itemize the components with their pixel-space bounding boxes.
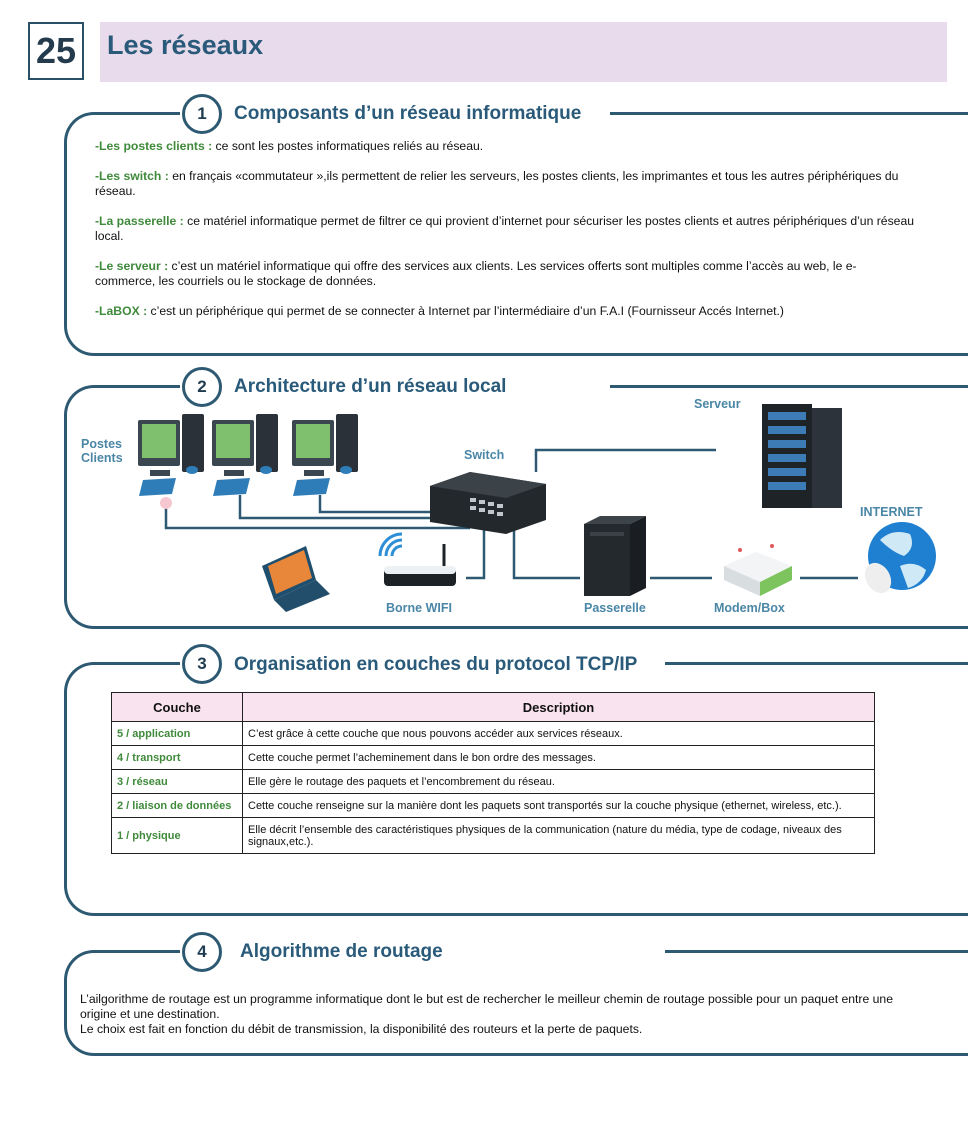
- section-1-title: Composants d’un réseau informatique: [228, 103, 588, 125]
- routing-paragraph-2: Le choix est fait en fonction du débit d…: [80, 1022, 643, 1036]
- title-band: [100, 22, 947, 82]
- item-postes-clients: -Les postes clients : ce sont les postes…: [95, 139, 484, 153]
- layer-description: Elle gère le routage des paquets et l’en…: [242, 769, 875, 794]
- item-switch: -Les switch : en français «commutateur »…: [95, 169, 899, 198]
- network-diagram: [138, 404, 936, 612]
- server-rack-icon: [762, 404, 842, 508]
- layer-description: C’est grâce à cette couche que nous pouv…: [242, 721, 875, 746]
- section-1-content: -Les postes clients : ce sont les postes…: [95, 139, 915, 319]
- section-4-content: L’ailgorithme de routage est un programm…: [80, 992, 910, 1037]
- gateway-tower-icon: [584, 516, 646, 596]
- table-row: 2 / liaison de données Cette couche rens…: [111, 793, 875, 818]
- table-row: 3 / réseau Elle gère le routage des paqu…: [111, 769, 875, 794]
- label-borne-wifi: Borne WIFI: [386, 601, 452, 615]
- layer-name: 3 / réseau: [111, 769, 243, 794]
- layer-description: Elle décrit l’ensemble des caractéristiq…: [242, 817, 875, 854]
- item-passerelle: -La passerelle : ce matériel informatiqu…: [95, 214, 915, 243]
- layer-name: 5 / application: [111, 721, 243, 746]
- section-4-number: 4: [182, 932, 222, 972]
- label-postes-clients: Postes Clients: [81, 437, 123, 465]
- internet-globe-icon: [864, 522, 936, 594]
- label-switch: Switch: [464, 448, 505, 462]
- section-4-title: Algorithme de routage: [234, 941, 449, 963]
- label-modem-box: Modem/Box: [714, 601, 785, 615]
- item-serveur: -Le serveur : c’est un matériel informat…: [95, 259, 857, 288]
- layer-description: Cette couche renseigne sur la manière do…: [242, 793, 875, 818]
- switch-icon: [430, 472, 546, 534]
- label-serveur: Serveur: [694, 397, 741, 411]
- section-3-number: 3: [182, 644, 222, 684]
- table-row: 4 / transport Cette couche permet l’ache…: [111, 745, 875, 770]
- client-workstation-icon: [138, 414, 204, 509]
- table-header-row: Couche Description: [111, 692, 875, 722]
- header-description: Description: [242, 692, 875, 722]
- client-workstation-icon: [292, 414, 358, 496]
- label-internet: INTERNET: [860, 505, 923, 519]
- wifi-router-icon: [378, 532, 456, 586]
- section-2-title: Architecture d’un réseau local: [228, 376, 513, 398]
- section-2-number: 2: [182, 367, 222, 407]
- page-title: Les réseaux: [107, 30, 264, 60]
- layer-description: Cette couche permet l’acheminement dans …: [242, 745, 875, 770]
- layer-name: 4 / transport: [111, 745, 243, 770]
- section-1-number: 1: [182, 94, 222, 134]
- laptop-icon: [262, 546, 330, 612]
- tcpip-layers-table: Couche Description 5 / application C’est…: [111, 692, 875, 854]
- routing-paragraph-1: L’ailgorithme de routage est un programm…: [80, 992, 893, 1021]
- table-row: 1 / physique Elle décrit l’ensemble des …: [111, 817, 875, 854]
- modem-box-icon: [724, 544, 792, 596]
- section-3-title: Organisation en couches du protocol TCP/…: [228, 654, 644, 676]
- page-number: 25: [28, 22, 84, 80]
- item-labox: -LaBOX : c’est un périphérique qui perme…: [95, 304, 784, 318]
- label-passerelle: Passerelle: [584, 601, 646, 615]
- layer-name: 1 / physique: [111, 817, 243, 854]
- client-workstation-icon: [212, 414, 278, 496]
- table-row: 5 / application C’est grâce à cette couc…: [111, 721, 875, 746]
- header-couche: Couche: [111, 692, 243, 722]
- layer-name: 2 / liaison de données: [111, 793, 243, 818]
